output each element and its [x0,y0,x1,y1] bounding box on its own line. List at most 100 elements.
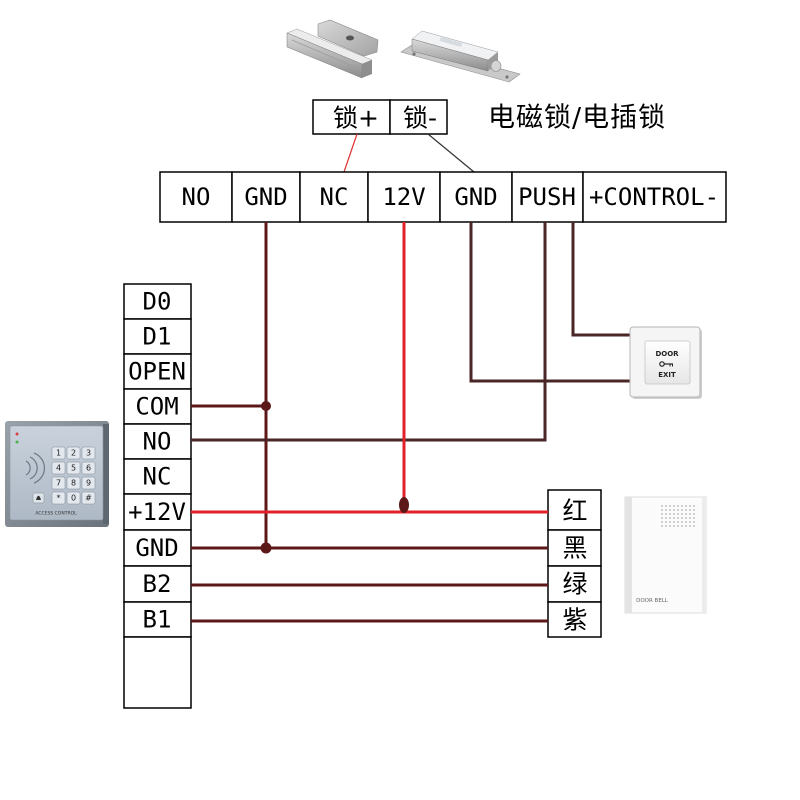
lock-minus-label: 锁- [403,104,437,133]
lock-minus-wire [427,133,475,173]
key [66,461,81,475]
lock-plus-wire [343,133,358,173]
doorbell-image: DOOR BELL [624,496,707,614]
reader-terminal-box [123,493,192,531]
exit-button-image: DOOR EXIT [629,326,702,399]
keypad-side-shade [103,424,109,524]
key-label: 4 [56,464,61,473]
keypad-image: 1 2 3 4 5 6 7 8 9 * 0 # ACCESS CONTROL [5,421,109,527]
key-label: * [57,494,61,503]
wiring [191,222,633,623]
key [66,446,81,460]
reader-label-no: NO [143,428,172,456]
reader-label-com: COM [135,393,178,421]
power-led [15,432,19,436]
bolt-label [439,37,463,47]
terminal-box [299,171,369,223]
doorbell-label: DOOR BELL [636,598,669,604]
key [81,446,96,460]
bell-wire-black-label: 黑 [562,534,587,563]
bell-wire-purple-label: 紫 [562,606,587,635]
terminal-label-no: NO [182,183,211,211]
bell-wire-green-label: 绿 [562,570,587,599]
mount-screw-hole [505,75,509,79]
junction-dot-12v [399,497,409,513]
terminal-label-gnd: GND [244,183,287,211]
exit-button-door-text: DOOR [655,350,679,358]
junction-dot-com [261,401,271,411]
reader-label-nc: NC [143,463,172,491]
bolt-cylinder [490,60,502,72]
armature-hole [346,35,354,41]
key [81,461,96,475]
lock-plus-label: 锁+ [333,104,379,133]
reader-terminal-box [123,353,192,390]
terminal-label-gnd-2: GND [454,183,497,211]
wire-control-to-exit [571,222,633,337]
key [66,491,81,505]
reader-label-b2: B2 [143,570,172,598]
bell-wire-box [547,601,602,638]
key [81,476,96,490]
reader-label-12v: +12V [128,498,186,526]
terminal-label-control: +CONTROL- [589,183,719,211]
key-label: 5 [71,464,76,473]
key-label: 2 [71,449,76,458]
reader-terminal-box [123,388,192,425]
key [51,446,66,460]
bell-icon [32,492,45,504]
reader-label-gnd: GND [135,534,178,562]
junction-dot-gnd [260,542,272,554]
exit-button-cap [644,340,691,385]
terminal-box [367,171,441,223]
key [51,476,66,490]
key-label: # [85,494,92,503]
reader-label-d1: D1 [143,323,172,351]
key-label: 7 [56,479,61,488]
lock-body-groove [291,39,363,71]
speaker-grille [660,505,696,529]
lock-terminal-label: 锁+ 锁- 电磁锁/电插锁 [312,99,666,135]
terminal-box [439,171,513,223]
reader-label-b1: B1 [143,606,172,634]
key [81,491,96,505]
key [51,491,66,505]
wire-gnd2-to-exit [469,222,633,383]
wire-push-to-no [191,222,547,442]
key [66,476,81,490]
key [51,461,66,475]
electric-bolt-lock-image [400,30,521,83]
key-label: 3 [86,449,91,458]
exit-button-exit-text: EXIT [658,371,676,379]
reader-terminal-empty [123,636,192,709]
key-label: 1 [56,449,61,458]
lock-body-end [362,60,372,78]
reader-terminal-box [123,529,192,567]
terminal-label-nc: NC [320,183,349,211]
reader-terminal-column: D0 D1 OPEN COM NO NC +12V GND B2 B1 [123,283,192,709]
key-label: 8 [71,479,76,488]
key-icon [659,361,673,367]
reader-terminal-box [123,458,192,495]
doorbell-side [625,497,632,613]
magnetic-lock-image [286,19,379,79]
key-label: 9 [86,479,91,488]
reader-terminal-box [123,565,192,603]
controller-terminal-strip: NO GND NC 12V GND PUSH +CONTROL- [159,171,727,223]
keypad-keys: 1 2 3 4 5 6 7 8 9 * 0 # [51,446,96,505]
status-led [15,440,19,444]
reader-label-d0: D0 [143,288,172,316]
bell-wire-red-label: 红 [562,497,587,526]
lock-minus-box [389,99,448,135]
key-label: 6 [86,464,91,473]
mount-screw-hole [412,52,416,56]
terminal-label-12v: 12V [382,183,425,211]
terminal-label-push: PUSH [518,183,576,211]
lock-caption: 电磁锁/电插锁 [488,103,666,134]
reader-label-open: OPEN [128,358,186,386]
key-label: 0 [71,494,76,503]
keypad-brand-label: ACCESS CONTROL [35,511,77,517]
terminal-box [582,171,727,223]
terminal-box [231,171,301,223]
